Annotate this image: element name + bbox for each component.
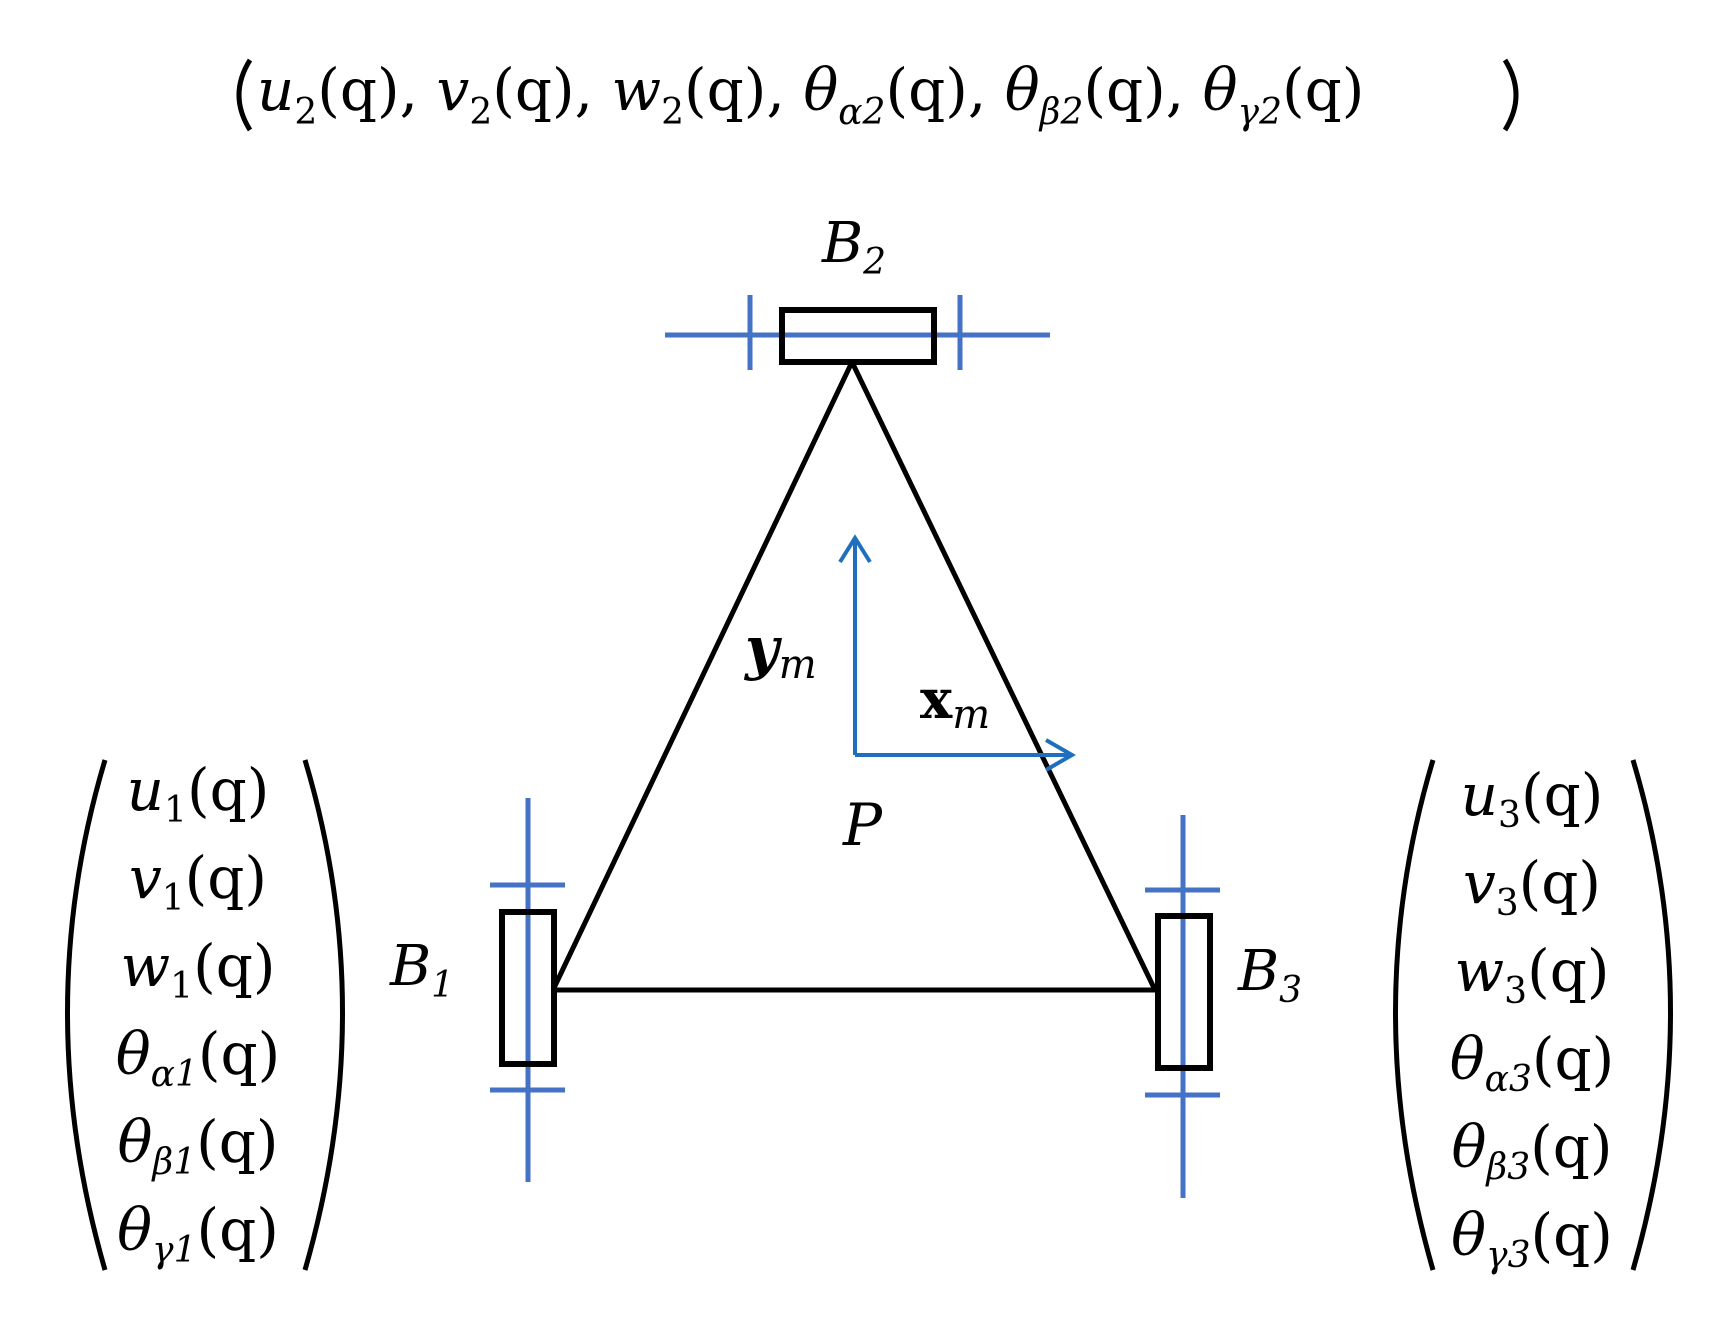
label-b3: B3 bbox=[1237, 939, 1302, 1011]
label-p: P bbox=[842, 791, 883, 859]
right-vector-row: θβ3(q) bbox=[1451, 1113, 1612, 1188]
label-b2: B2 bbox=[821, 211, 886, 283]
right-displacement-vector: u3(q) v3(q) w3(q) θα3(q) θβ3(q) θγ3(q) bbox=[1393, 759, 1673, 1276]
top-right-paren bbox=[1502, 58, 1519, 132]
left-vector-row: w1(q) bbox=[121, 932, 276, 1007]
platform-triangle bbox=[550, 360, 1158, 993]
ym-arrowhead-icon bbox=[838, 534, 872, 564]
left-vector-row: u1(q) bbox=[127, 756, 270, 831]
label-ym: ym bbox=[743, 614, 817, 688]
left-vector-row: θα1(q) bbox=[116, 1020, 281, 1095]
right-vector-close-paren bbox=[1630, 759, 1673, 1271]
top-vector-text: u2(q), v2(q), w2(q), θα2(q), θβ2(q), θγ2… bbox=[257, 56, 1364, 133]
joint-b1 bbox=[490, 798, 565, 1182]
joint-b3 bbox=[1145, 815, 1220, 1198]
joint-b2 bbox=[665, 295, 1050, 370]
left-vector-row: v1(q) bbox=[129, 844, 267, 919]
label-b1: B1 bbox=[389, 934, 454, 1006]
top-left-paren bbox=[236, 58, 253, 132]
left-displacement-vector: u1(q) v1(q) w1(q) θα1(q) θβ1(q) θγ1(q) bbox=[65, 756, 345, 1271]
right-vector-row: u3(q) bbox=[1461, 761, 1604, 836]
right-vector-row: w3(q) bbox=[1455, 937, 1610, 1012]
xm-arrowhead-icon bbox=[1045, 738, 1077, 772]
left-vector-close-paren bbox=[302, 759, 345, 1271]
right-vector-row: θα3(q) bbox=[1450, 1025, 1615, 1100]
moving-frame-axes bbox=[838, 534, 1077, 772]
left-vector-row: θγ1(q) bbox=[117, 1196, 279, 1271]
right-vector-open-paren bbox=[1393, 759, 1436, 1271]
right-vector-row: v3(q) bbox=[1463, 849, 1601, 924]
right-vector-row: θγ3(q) bbox=[1451, 1201, 1613, 1276]
left-vector-row: θβ1(q) bbox=[117, 1108, 278, 1183]
label-xm: xm bbox=[920, 667, 990, 738]
left-vector-open-paren bbox=[65, 759, 108, 1271]
top-displacement-vector: u2(q), v2(q), w2(q), θα2(q), θβ2(q), θγ2… bbox=[236, 56, 1519, 133]
